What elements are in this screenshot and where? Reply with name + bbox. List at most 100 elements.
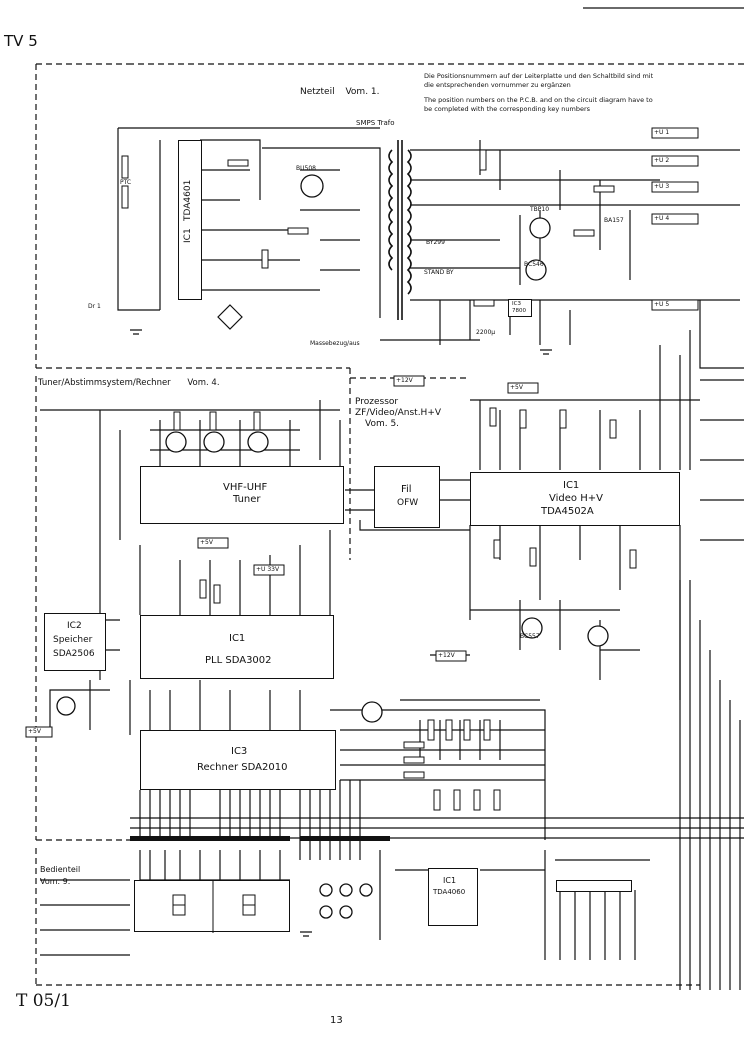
- mem-part: SDA2506: [53, 649, 95, 659]
- rail-tag-5v-a: +5V: [510, 384, 523, 391]
- rail-tag-5v-b: +5V: [200, 539, 213, 546]
- section-power-name: Netzteil: [300, 87, 335, 97]
- tbp10-label: TBP10: [530, 206, 550, 213]
- transistor-tuner-3: [247, 431, 269, 453]
- tuner-wire-1: [40, 409, 340, 620]
- tuner-wire-3: [345, 479, 470, 531]
- power-wire-7: [659, 300, 744, 470]
- resistor-r12: [253, 411, 261, 431]
- resistor-r31: [473, 789, 481, 811]
- ic-pll-sda3002: IC1 PLL SDA3002: [140, 615, 334, 679]
- pin-rail-12v-b: [435, 650, 467, 662]
- rail-tag-u3: +U 3: [654, 183, 670, 190]
- power-wire-4: [410, 149, 740, 301]
- note-en-line2: be completed with the corresponding key …: [424, 105, 591, 113]
- note-de-line1: Die Positionsnummern auf der Leiterplatt…: [424, 72, 654, 80]
- rail-tag-u2: +U 2: [654, 157, 670, 164]
- button-5: [339, 905, 353, 919]
- smps-transformer-label: SMPS Trafo: [356, 119, 395, 127]
- bridge-rectifier: [217, 304, 243, 330]
- note-en-line1: The position numbers on the P.C.B. and o…: [424, 96, 653, 104]
- rail-tag-u4: +U 4: [654, 215, 670, 222]
- pll-ic-label: IC1: [229, 633, 246, 644]
- proc-wire-4: [700, 379, 744, 541]
- resistor-r29: [433, 789, 441, 811]
- sheet-id: TV 5: [4, 32, 38, 50]
- page-number: 13: [330, 1015, 343, 1026]
- tuner-block: VHF-UHF Tuner: [140, 466, 344, 524]
- audio-wire-2: [555, 859, 650, 960]
- pin-u3: [651, 181, 699, 193]
- tuner-wire-7: [330, 709, 546, 840]
- button-2: [339, 883, 353, 897]
- resistor-r18: [529, 547, 537, 567]
- ic-video-tda4502a: IC1 Video H+V TDA4502A: [470, 472, 680, 526]
- pin-u2: [651, 155, 699, 167]
- tuner-wire-8: [400, 699, 540, 760]
- pin-rail-33v: [253, 564, 285, 576]
- resistor-r23: [445, 719, 453, 741]
- ic3b-label: IC3: [512, 301, 521, 307]
- resistor-r4: [287, 227, 309, 235]
- by299-label: BY299: [426, 239, 445, 246]
- transformer-core: [397, 140, 403, 320]
- section-border-tuner: [35, 376, 130, 841]
- tuner-wire-2: [150, 400, 341, 480]
- resistor-r2: [121, 185, 129, 209]
- resistor-r27: [403, 756, 425, 764]
- bus-line-3: [219, 790, 281, 840]
- ic-regulator-7800: IC3 7800: [508, 299, 532, 317]
- resistor-r7: [593, 185, 615, 193]
- ic-memory-sda2506: IC2 Speicher SDA2506: [44, 613, 106, 671]
- transistor-tuner-1: [165, 431, 187, 453]
- transistor-t1-power: [300, 174, 324, 198]
- pin-u1: [651, 127, 699, 139]
- dr1-label: Dr 1: [88, 303, 101, 310]
- power-wire-2: [200, 139, 320, 291]
- ic-power-label: IC1: [183, 228, 193, 243]
- resistor-r25: [483, 719, 491, 741]
- bus-line-6: [40, 879, 130, 956]
- rail-tag-33v: +U 33V: [256, 566, 280, 573]
- cpu-ic-label: IC3: [231, 746, 248, 757]
- section-processor-ref: Vom. 5.: [365, 419, 400, 429]
- transistor-remote: [56, 696, 76, 716]
- resistor-array-bar: [130, 836, 290, 841]
- rail-tag-5v-c: +5V: [28, 728, 41, 735]
- ground-symbol-1: [130, 329, 142, 335]
- transistor-tbp10: [529, 217, 551, 239]
- resistor-r6: [479, 149, 487, 171]
- video-part: TDA4502A: [541, 506, 594, 517]
- resistor-r14: [519, 409, 527, 429]
- transformer-primary: [388, 149, 394, 271]
- note-de-line2: die entsprechenden vornummer zu ergänzen: [424, 81, 571, 89]
- ground-symbol-2: [540, 349, 552, 355]
- resistor-r13: [489, 407, 497, 427]
- bus-line-5: [139, 850, 290, 881]
- tuner-wire-6: [129, 680, 301, 735]
- button-1: [319, 883, 333, 897]
- section-control-title: Bedienteil: [40, 865, 81, 874]
- section-tuner-ref: Vom. 4.: [187, 378, 220, 388]
- rail-tag-u1: +U 1: [654, 129, 670, 136]
- power-wire-1: [117, 127, 380, 311]
- video-ic-label: IC1: [563, 480, 580, 491]
- resistor-r9: [473, 299, 495, 307]
- display-digits: [172, 881, 256, 933]
- ic3b-part: 7800: [512, 308, 526, 314]
- button-4: [319, 905, 333, 919]
- proc-wire-2: [469, 525, 681, 700]
- resistor-r26: [403, 741, 425, 749]
- ofw-filter-block: Fil OFW: [374, 466, 440, 528]
- proc-wire-5: [679, 580, 741, 990]
- cpu-line: Rechner SDA2010: [197, 762, 288, 773]
- transformer-secondary: [406, 149, 412, 295]
- audio-wire-1: [379, 850, 546, 960]
- pin-rail-5v-a: [507, 382, 539, 394]
- audio-part: TDA4060: [433, 888, 466, 896]
- connector-bar: [300, 836, 390, 841]
- pin-rail-12v-a: [393, 375, 425, 387]
- proc-wire-1: [470, 399, 700, 470]
